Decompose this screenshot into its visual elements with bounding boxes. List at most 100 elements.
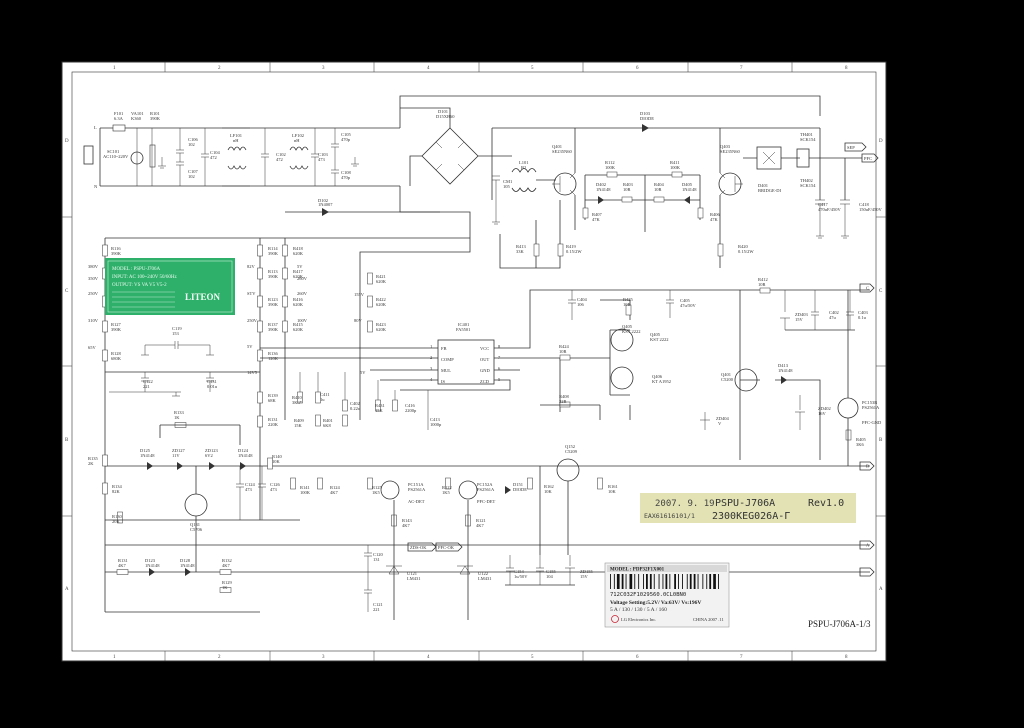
ic-pin-num: 8 [498, 344, 501, 349]
value-label: 1K [174, 415, 180, 420]
stamp-bg [640, 493, 856, 523]
value-label: 6V2 [205, 453, 213, 458]
svg-text:47u: 47u [829, 315, 837, 320]
value-label: 680K [111, 356, 122, 361]
svg-text:K360: K360 [131, 116, 142, 121]
svg-text:nH: nH [233, 138, 239, 143]
svg-text:1N4148: 1N4148 [682, 187, 697, 192]
svg-text:SCK154: SCK154 [800, 137, 816, 142]
svg-text:KT A1952: KT A1952 [652, 379, 671, 384]
resistor [445, 477, 451, 490]
ref-label: R409 [294, 418, 305, 423]
svg-text:LM431: LM431 [407, 576, 421, 581]
svg-text:C403: C403 [858, 310, 869, 315]
value-label: 1N4148 [238, 453, 253, 458]
value-label: 220K [268, 422, 279, 427]
svg-text:1N4007: 1N4007 [318, 202, 333, 207]
ref-label: C402 [350, 401, 360, 406]
svg-text:470uF/450V: 470uF/450V [818, 207, 842, 212]
value-label: 6K8 [323, 423, 331, 428]
ic-pin-left: FB [441, 346, 447, 351]
svg-text:PS2561A: PS2561A [477, 487, 495, 492]
svg-text:15V: 15V [580, 574, 589, 579]
node-label: 65V [88, 345, 97, 350]
svg-text:47K: 47K [710, 217, 719, 222]
ref-label: ZD127 [172, 448, 185, 453]
svg-text:F101: F101 [114, 111, 123, 116]
lg-label-bg [604, 562, 730, 628]
value-label: 620K [376, 279, 387, 284]
green-pcb-label: MODEL : PSPU-J706A INPUT: AC 100~240V 50… [105, 258, 235, 315]
value-label: 2K [88, 461, 94, 466]
svg-text:33K: 33K [516, 249, 525, 254]
pfc-output-flag [861, 153, 879, 163]
svg-text:C154: C154 [514, 569, 525, 574]
svg-text:FA5501: FA5501 [456, 327, 470, 332]
output-flag-label: A [866, 543, 870, 548]
ic-pin-num: 2 [430, 355, 432, 360]
ic-pin-num: 1 [430, 344, 432, 349]
ic-pin-left: MUL [441, 368, 451, 373]
svg-text:C5200: C5200 [721, 377, 734, 382]
svg-text:C131: C131 [207, 379, 217, 384]
svg-text:V: V [718, 421, 722, 426]
svg-text:R403: R403 [623, 182, 634, 187]
svg-text:C104: C104 [210, 150, 221, 155]
svg-text:Q405: Q405 [650, 332, 661, 337]
lg-product-label: MODEL : PDP32F1X001 712C032F1029560.0CL0… [604, 562, 730, 628]
svg-text:L101: L101 [519, 160, 529, 165]
ic-pin-right: GND [480, 368, 490, 373]
svg-text:B2: B2 [521, 165, 526, 170]
svg-text:D405: D405 [682, 182, 693, 187]
col-label-top: 7 [740, 66, 743, 71]
svg-text:Q152: Q152 [565, 444, 575, 449]
resistor [257, 244, 263, 257]
node-label: 380V [88, 264, 99, 269]
svg-text:C103: C103 [318, 152, 329, 157]
value-label: 4K7 [476, 523, 484, 528]
ic-pin-num: 5 [498, 377, 501, 382]
svg-text:472: 472 [276, 157, 283, 162]
resistor [317, 477, 323, 490]
node-label: 250V [247, 318, 258, 323]
zds-ok-flag [407, 542, 437, 552]
value-label: 68K [268, 398, 277, 403]
svg-text:D402: D402 [596, 182, 606, 187]
value-label: 15K [375, 408, 384, 413]
value-label: 1K5 [372, 490, 380, 495]
ref-label: R135 [88, 456, 99, 461]
svg-text:C417: C417 [818, 202, 829, 207]
inner-border [71, 71, 877, 652]
svg-text:PC152A: PC152A [477, 482, 493, 487]
node-label: 155V [354, 292, 365, 297]
ref-label: R139 [268, 393, 279, 398]
svg-text:10R: 10R [758, 282, 766, 287]
svg-text:SE235N60: SE235N60 [552, 149, 573, 154]
row-label-right: D [879, 139, 883, 144]
green-label-line-1: MODEL : PSPU-J706A [112, 267, 161, 272]
svg-text:150uF/450V: 150uF/450V [859, 207, 883, 212]
ref-label: R128 [111, 351, 122, 356]
lg-label-barcode-text: 712C032F1029560.0CL0BN0 [610, 592, 686, 598]
svg-text:D101: D101 [438, 109, 448, 114]
diode [185, 568, 191, 576]
lg-label-made: CHINA 2007 .11 [693, 617, 724, 622]
svg-text:473: 473 [318, 157, 326, 162]
svg-text:R408: R408 [559, 394, 570, 399]
value-label: 0.22u [350, 406, 361, 411]
green-label-line-2: INPUT: AC 100~240V 50/60Hz [112, 275, 178, 280]
value-label: 10K [272, 459, 281, 464]
ref-label: R421 [376, 274, 386, 279]
stamp-rev: Rev1.0 [808, 498, 844, 509]
svg-text:PS2561A: PS2561A [408, 487, 426, 492]
svg-text:C402: C402 [829, 310, 839, 315]
value-label: 2200p [405, 408, 417, 413]
ic-pin-num: 4 [430, 377, 433, 382]
svg-text:Q401: Q401 [721, 372, 731, 377]
value-label: 1u [320, 397, 325, 402]
value-label: 473 [270, 487, 278, 492]
svg-text:10R: 10R [623, 187, 631, 192]
ref-label: R162 [544, 484, 554, 489]
ref-label: R137 [268, 322, 279, 327]
